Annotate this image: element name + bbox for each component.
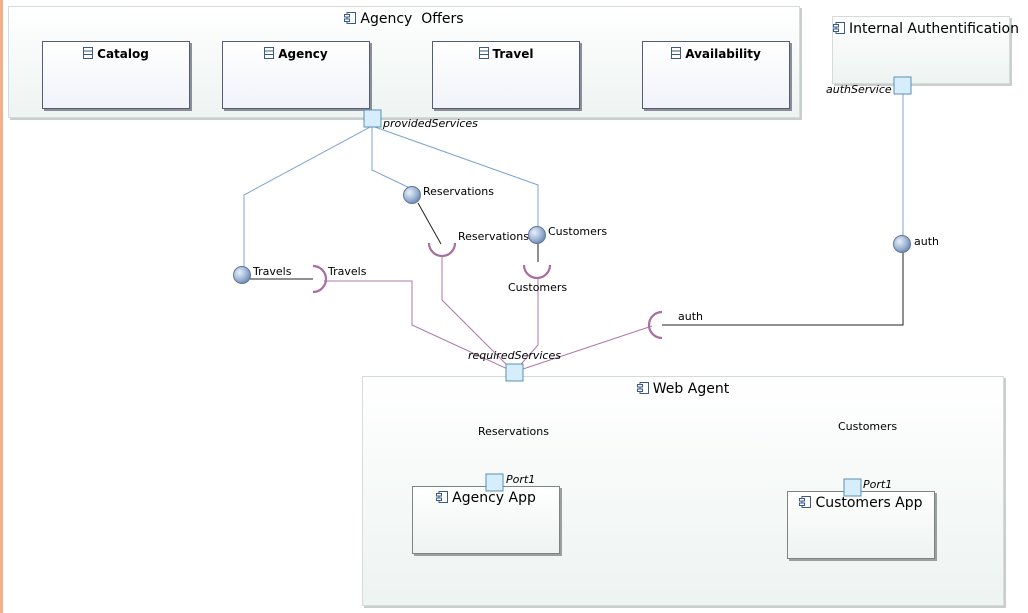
customers-socket-icon[interactable] [522, 264, 552, 280]
auth-provided-ball-icon[interactable] [893, 235, 911, 253]
link-required-travels[interactable] [324, 280, 515, 373]
agent-customers-label: Customers [838, 420, 898, 433]
link-auth-delegation[interactable] [662, 252, 904, 326]
travels-provided-ball-icon[interactable] [233, 266, 251, 284]
customers-required-label: Customers [508, 281, 568, 294]
class-travel-title: Travel [492, 47, 534, 61]
customers-app-port-label: Port1 [863, 478, 893, 491]
class-agency[interactable]: Agency [222, 41, 370, 109]
class-icon [478, 47, 489, 59]
link-required-customers[interactable] [513, 279, 539, 373]
left-edge-rule [0, 0, 3, 613]
reservations-socket-icon[interactable] [427, 242, 457, 258]
link-required-reservations[interactable] [441, 257, 515, 373]
travels-provided-label: Travels [253, 265, 292, 278]
travels-required-label: Travels [328, 265, 367, 278]
agency-app-port-label: Port1 [506, 473, 536, 486]
provided-services-label: providedServices [383, 117, 478, 130]
component-icon [833, 22, 845, 34]
link-provided-travels[interactable] [243, 125, 373, 268]
class-agency-title: Agency [278, 47, 328, 61]
component-icon [636, 382, 649, 394]
customers-provided-ball-icon[interactable] [528, 226, 546, 244]
reservations-provided-label: Reservations [423, 185, 494, 198]
auth-provided-label: auth [914, 235, 939, 248]
class-availability[interactable]: Availability [642, 41, 790, 109]
reservations-provided-ball-icon[interactable] [403, 186, 421, 204]
class-icon [83, 47, 94, 59]
link-provided-reservations[interactable] [371, 126, 413, 190]
class-travel[interactable]: Travel [432, 41, 580, 109]
component-icon [344, 12, 357, 24]
travels-socket-icon[interactable] [312, 264, 328, 294]
component-customers-app[interactable]: Customers App [787, 491, 935, 559]
component-icon [799, 496, 812, 508]
agent-reservations-label: Reservations [478, 425, 549, 438]
customers-app-title: Customers App [815, 495, 923, 511]
link-reservations-delegation[interactable] [417, 202, 442, 245]
component-agency-app[interactable]: Agency App [412, 486, 560, 554]
class-catalog-title: Catalog [97, 47, 149, 61]
customers-provided-label: Customers [548, 225, 608, 238]
auth-socket-icon[interactable] [647, 310, 663, 340]
link-required-auth[interactable] [513, 325, 653, 373]
internal-auth-title: Internal Authentification [849, 21, 1019, 37]
agency-app-title: Agency App [452, 490, 536, 506]
reservations-required-label: Reservations [458, 230, 529, 243]
web-agent-title: Web Agent [652, 381, 730, 397]
auth-required-label: auth [678, 310, 703, 323]
required-services-label: requiredServices [468, 349, 561, 362]
class-catalog[interactable]: Catalog [42, 41, 190, 109]
agency-offers-title: Agency Offers [360, 11, 464, 27]
class-icon [671, 47, 682, 59]
component-internal-auth[interactable]: Internal Authentification [832, 16, 1019, 84]
class-icon [264, 47, 275, 59]
link-provided-customers[interactable] [371, 125, 539, 228]
component-icon [436, 491, 449, 503]
class-availability-title: Availability [685, 47, 761, 61]
auth-service-label: authService [826, 83, 892, 96]
